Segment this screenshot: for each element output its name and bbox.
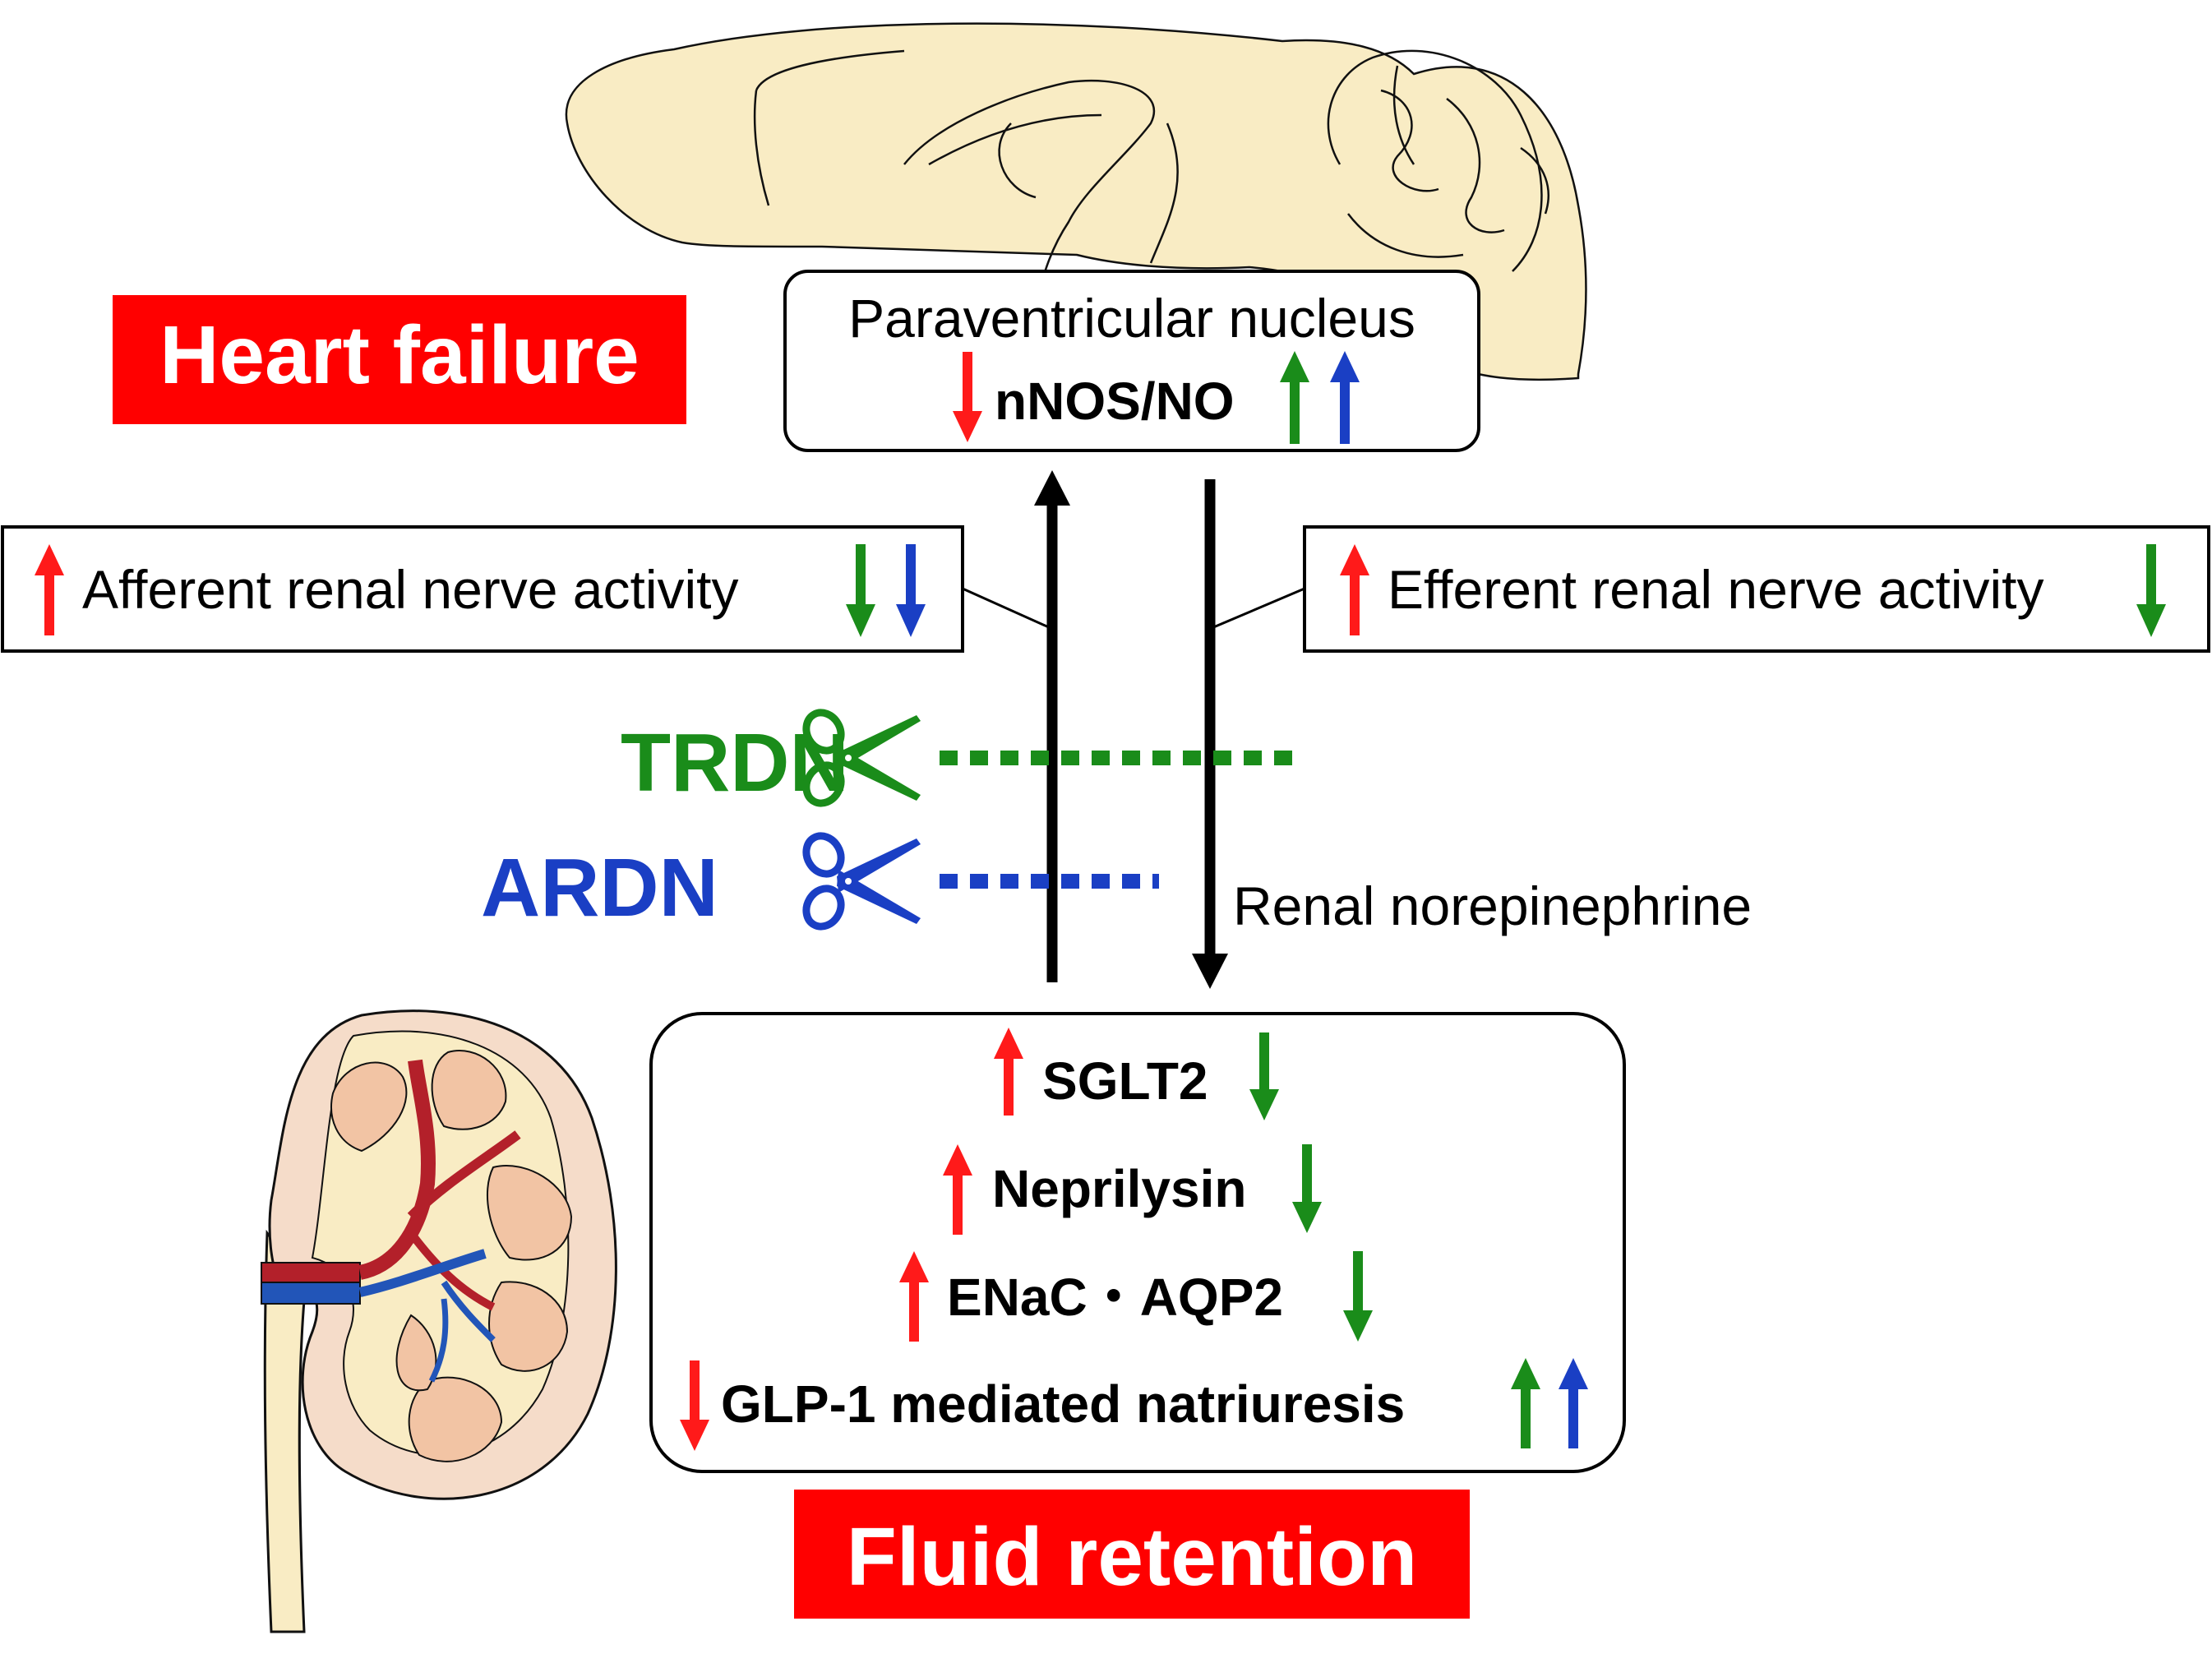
- glp1-label: GLP-1 mediated natriuresis: [721, 1374, 1405, 1434]
- arrow-up-icon: [1280, 351, 1309, 444]
- renal-norepinephrine-label: Renal norepinephrine: [1233, 875, 1752, 936]
- pvn-marker: nNOS/NO: [995, 372, 1235, 431]
- neprilysin-label: Neprilysin: [992, 1159, 1246, 1218]
- arrow-up-icon: [899, 1251, 929, 1342]
- kidney-illustration: [261, 1009, 617, 1633]
- arrow-up-icon: [35, 544, 64, 635]
- pvn-title: Paraventricular nucleus: [848, 288, 1415, 349]
- trdn-label: TRDN: [621, 717, 849, 809]
- efferent-signal-arrow: [1192, 479, 1228, 989]
- arrow-down-icon: [953, 352, 982, 442]
- afferent-label: Afferent renal nerve activity: [82, 559, 739, 620]
- arrow-up-icon: [1559, 1358, 1588, 1448]
- arrow-down-icon: [846, 544, 875, 637]
- afferent-connector: [962, 587, 1051, 630]
- arrow-up-icon: [994, 1028, 1023, 1116]
- brain-illustration: [565, 22, 1587, 381]
- heart-failure-label: Heart failure: [159, 309, 640, 401]
- ardn-label: ARDN: [481, 842, 718, 934]
- paraventricular-nucleus-box: Paraventricular nucleus nNOS/NO: [783, 270, 1480, 452]
- enac-aqp2-label: ENaC・AQP2: [947, 1268, 1283, 1327]
- kidney-markers-box: SGLT2 Neprilysin ENaC・AQP2: [649, 1012, 1626, 1473]
- arrow-up-icon: [1340, 544, 1369, 635]
- efferent-label: Efferent renal nerve activity: [1388, 559, 2044, 620]
- efferent-connector: [1211, 587, 1305, 630]
- arrow-up-icon: [1511, 1358, 1540, 1448]
- scissors-icon: [802, 709, 921, 807]
- scissors-icon: [802, 832, 921, 931]
- arrow-down-icon: [896, 544, 926, 637]
- arrow-down-icon: [2136, 544, 2166, 637]
- afferent-signal-arrow: [1034, 470, 1070, 982]
- fluid-retention-label: Fluid retention: [847, 1511, 1417, 1603]
- arrow-down-icon: [1343, 1251, 1373, 1342]
- arrow-up-icon: [1330, 351, 1360, 444]
- arrow-down-icon: [1249, 1032, 1279, 1120]
- fluid-retention-banner: Fluid retention: [794, 1490, 1470, 1619]
- arrow-down-icon: [1292, 1144, 1322, 1233]
- afferent-nerve-box: Afferent renal nerve activity: [1, 525, 964, 653]
- efferent-nerve-box: Efferent renal nerve activity: [1303, 525, 2210, 653]
- arrow-down-icon: [680, 1360, 709, 1451]
- sglt2-label: SGLT2: [1042, 1051, 1208, 1111]
- heart-failure-banner: Heart failure: [113, 295, 686, 424]
- arrow-up-icon: [943, 1144, 972, 1235]
